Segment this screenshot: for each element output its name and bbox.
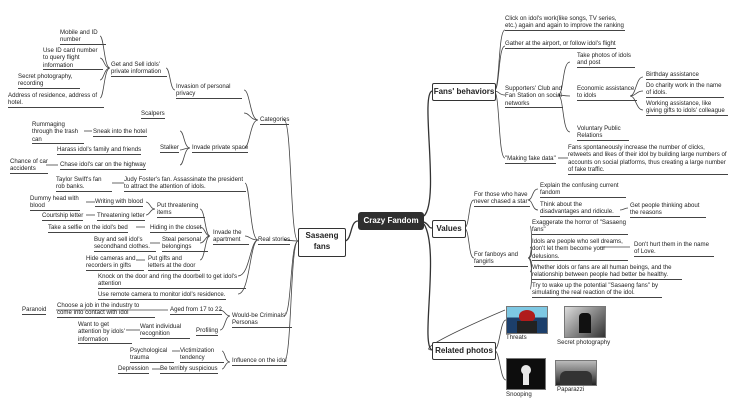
steal-buy-sell-clothes[interactable]: Buy and sell idol's secondhand clothes. [94, 236, 156, 253]
caption-snooping: Snooping [506, 391, 532, 398]
gifts-hide-cameras[interactable]: Hide cameras and recorders in gifts [86, 255, 144, 272]
influence-psych-trauma[interactable]: Psychological trauma [130, 347, 174, 364]
story-put-threatening-items[interactable]: Put threatening items [157, 202, 205, 219]
photo-paparazzi[interactable] [555, 360, 597, 386]
threat-writing-blood[interactable]: Writing with blood [95, 198, 143, 207]
sasaeng-influence-idol[interactable]: Influence on the idol [232, 357, 287, 366]
branch-sasaeng-fans[interactable]: Sasaeng fans [298, 228, 346, 257]
info-address[interactable]: Address of residence, address of hotel. [8, 92, 104, 109]
support-economic-assistance[interactable]: Economic assistance to idols [577, 85, 637, 102]
influence-suspicious[interactable]: Be terribly suspicious [160, 365, 218, 374]
support-take-photos[interactable]: Take photos of idols and post [577, 52, 635, 69]
category-invade-private-space[interactable]: Invade private space [192, 144, 249, 153]
threat-figure-shape [517, 321, 537, 333]
stalker-sneak-hotel[interactable]: Sneak into the hotel [93, 128, 147, 137]
fake-data-description[interactable]: Fans spontaneously increase the number o… [568, 144, 728, 175]
stalker-harass-family[interactable]: Harass idol's family and friends [57, 146, 142, 155]
central-topic[interactable]: Crazy Fandom [358, 212, 424, 230]
apartment-put-gifts[interactable]: Put gifts and letters at the door [148, 255, 200, 272]
info-id-card-flight[interactable]: Use ID card number to query flight infor… [43, 47, 103, 71]
caption-threats: Threats [506, 334, 527, 341]
values-dont-hurt[interactable]: Don't hurt them in the name of Love. [634, 241, 714, 258]
profiling-want-recognition[interactable]: Want individual recognition [140, 323, 190, 340]
branch-fans-behaviors[interactable]: Fans' behaviors [432, 83, 496, 101]
influence-victimization[interactable]: Victimization tendency [180, 347, 224, 364]
apartment-hiding-closet[interactable]: Hiding in the closet [150, 224, 202, 233]
values-get-people-thinking[interactable]: Get people thinking about the reasons [630, 202, 706, 219]
story-invade-apartment[interactable]: Invade the apartment [213, 229, 249, 246]
photo-threats[interactable] [506, 306, 548, 334]
paparazzi-crowd-shape [560, 371, 592, 385]
apartment-knock-door[interactable]: Knock on the door and ring the doorbell … [98, 273, 246, 290]
threat-mask-shape [519, 310, 535, 322]
sasaeng-real-stories[interactable]: Real stories [258, 236, 291, 245]
keyhole-shape [521, 365, 531, 375]
branch-related-photos[interactable]: Related photos [432, 342, 496, 360]
economic-birthday[interactable]: Birthday assistance [646, 71, 699, 80]
threat-courtship-letter[interactable]: Courtship letter [42, 212, 84, 221]
fans-making-fake-data[interactable]: "Making fake data" [505, 155, 556, 164]
invasion-get-sell-info[interactable]: Get and Sell idols' private information [111, 61, 167, 78]
category-scalpers[interactable]: Scalpers [141, 110, 165, 119]
values-idols-sell-dreams[interactable]: Idols are people who sell dreams, don't … [532, 238, 628, 262]
values-try-wake[interactable]: Try to wake up the potential "Sasaeng fa… [532, 282, 662, 299]
caption-secret-photography: Secret photography [557, 339, 611, 346]
caption-paparazzi: Paparazzi [557, 386, 585, 393]
profiling-want-attention[interactable]: Want to get attention by idols' informat… [78, 321, 132, 345]
info-secret-photography[interactable]: Secret photography, recording [18, 73, 80, 90]
values-never-chased[interactable]: For those who have never chased a star [474, 191, 530, 208]
values-think-about[interactable]: Think about the disadvantages and ridicu… [540, 201, 620, 218]
threat-dummy-head[interactable]: Dummy head with blood [30, 195, 80, 212]
keyhole-slot-shape [523, 373, 529, 385]
persona-choose-job[interactable]: Choose a job in the industry to come int… [57, 302, 155, 319]
apartment-remote-camera[interactable]: Use remote camera to monitor idol's resi… [98, 291, 226, 300]
support-voluntary-pr[interactable]: Voluntary Public Relations [577, 125, 629, 142]
story-taylor-swift[interactable]: Taylor Swift's fan rob banks. [56, 176, 112, 193]
stalker-rummaging[interactable]: Rummaging through the trash can [32, 121, 84, 145]
fans-supporters-club[interactable]: Supporters' Club and Fan Station on soci… [505, 85, 563, 109]
threat-threatening-letter[interactable]: Threatening letter [97, 212, 145, 221]
sasaeng-categories[interactable]: Categories [260, 116, 290, 125]
values-fanboys-fangirls[interactable]: For fanboys and fangirls [474, 251, 528, 268]
hiding-take-selfie[interactable]: Take a selfie on the idol's bed [48, 224, 128, 233]
influence-depression[interactable]: Depression [118, 365, 149, 374]
info-mobile-id[interactable]: Mobile and ID number [60, 29, 106, 46]
fans-gather-airport[interactable]: Gather at the airport, or follow idol's … [505, 40, 616, 49]
fans-click-works[interactable]: Click on idol's work(like songs, TV seri… [505, 15, 625, 32]
sasaeng-would-be-criminals[interactable]: Would-be Criminals' Personas [232, 312, 292, 329]
camera-figure-shape [579, 313, 591, 333]
photo-secret-photography[interactable] [564, 306, 606, 338]
chase-car-accidents[interactable]: Chance of car accidents [10, 158, 48, 175]
private-space-stalker[interactable]: Stalker [160, 144, 179, 153]
values-whether-human[interactable]: Whether idols or fans are all human bein… [532, 264, 682, 281]
persona-profiling[interactable]: Profiling [196, 327, 219, 336]
branch-values[interactable]: Values [432, 220, 466, 238]
stalker-chase-car[interactable]: Chase idol's car on the highway [60, 161, 146, 170]
persona-aged[interactable]: Aged from 17 to 22 [170, 306, 222, 315]
economic-working-assistance[interactable]: Working assistance, like giving gifts to… [646, 100, 728, 117]
apartment-steal-belongings[interactable]: Steal personal belongings [162, 236, 208, 253]
values-exaggerate[interactable]: Exaggerate the horror of "Sasaeng fans" [532, 219, 628, 236]
values-explain[interactable]: Explain the confusing current fandom [540, 182, 626, 199]
story-jodie-foster[interactable]: Judy Foster's fan. Assassinate the presi… [124, 176, 246, 193]
persona-paranoid[interactable]: Paranoid [22, 306, 47, 315]
economic-charity[interactable]: Do charity work in the name of idols. [646, 82, 724, 99]
photo-snooping[interactable] [506, 358, 546, 390]
category-invasion-privacy[interactable]: Invasion of personal privacy [176, 83, 242, 100]
